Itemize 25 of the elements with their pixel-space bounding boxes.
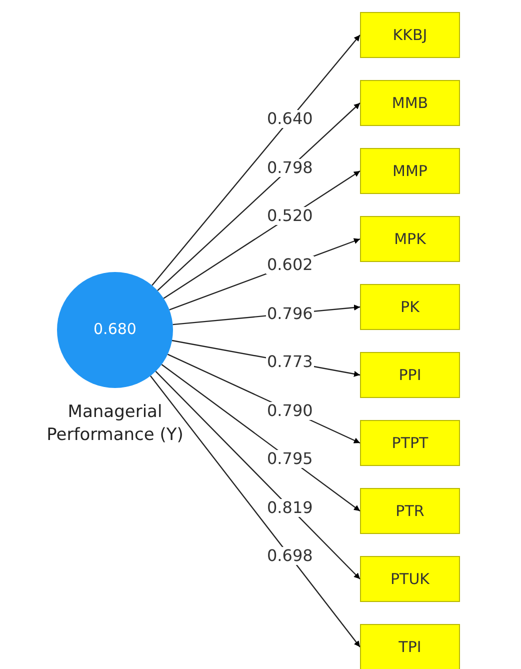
arrow [152, 34, 360, 286]
arrow [150, 376, 360, 648]
edge-label: 0.520 [266, 207, 314, 226]
r-squared-value: 0.680 [92, 320, 138, 338]
edge-label: 0.798 [266, 158, 314, 177]
indicator-box: MPK [360, 216, 460, 262]
edge-label: 0.795 [266, 450, 314, 468]
indicator-box: PTUK [360, 556, 460, 602]
edge-label: 0.640 [266, 110, 314, 128]
edge-label: 0.602 [266, 256, 314, 274]
indicator-box: PPI [360, 352, 460, 398]
edge-label: 0.819 [266, 498, 314, 517]
edge-label: 0.790 [266, 402, 314, 420]
arrow [157, 102, 360, 292]
construct-label: Managerial Performance (Y) [46, 401, 184, 447]
arrow [155, 370, 360, 580]
edge-label: 0.698 [266, 547, 314, 566]
indicator-box: PTPT [360, 420, 460, 466]
arrow [161, 364, 360, 512]
indicator-box: PTR [360, 488, 460, 534]
indicator-box: TPI [360, 624, 460, 669]
indicator-box: KKBJ [360, 12, 460, 58]
indicator-box: MMB [360, 80, 460, 126]
indicator-box: PK [360, 284, 460, 330]
indicator-box: MMP [360, 148, 460, 194]
